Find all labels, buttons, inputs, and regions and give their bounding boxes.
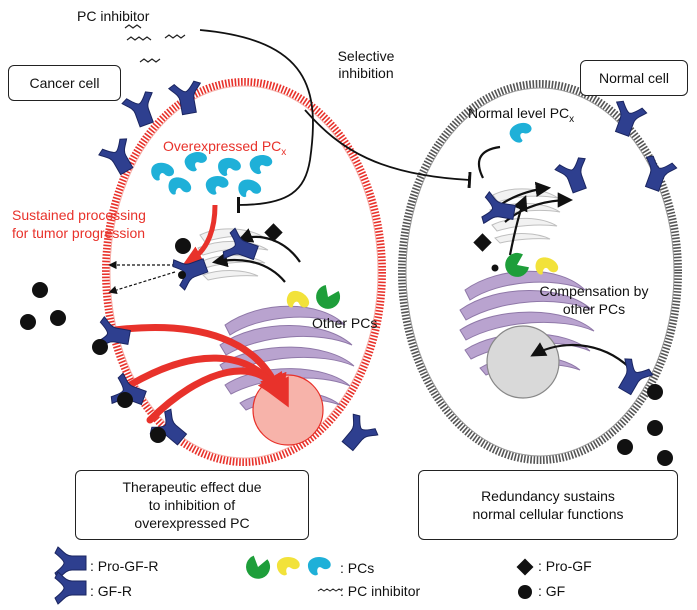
- normal-level-pc-label: Normal level PCx: [468, 105, 574, 128]
- overexpressed-pc-label: Overexpressed PCx: [163, 138, 286, 161]
- cancer-nucleus: [252, 374, 324, 446]
- inhibition-path-normal: [304, 109, 472, 189]
- sustained-line1: Sustained processing: [12, 207, 146, 223]
- other-pcs-label: Other PCs: [312, 315, 378, 331]
- inhibition-path-cancer: [199, 29, 314, 214]
- legend-pro-gf-r: : Pro-GF-R: [90, 558, 159, 574]
- compensation-line2: other PCs: [562, 301, 626, 317]
- cancer-gf: [20, 238, 191, 443]
- compensation-label: Compensation by other PCs: [534, 282, 654, 318]
- sustained-processing-arrow: [182, 204, 218, 265]
- legend-graphics: [54, 546, 534, 605]
- normal-level-pc-sub: x: [569, 113, 575, 125]
- pc-inhibitor-label: PC inhibitor: [77, 8, 150, 24]
- legend-gf: : GF: [538, 583, 566, 599]
- pc-inhibitor-squiggles: [124, 24, 186, 63]
- selective-inhibition-line2: inhibition: [338, 65, 394, 81]
- redundancy-line1: Redundancy sustains: [481, 488, 615, 504]
- legend-pro-gf: : Pro-GF: [538, 558, 592, 574]
- cancer-cell-label: Cancer cell: [8, 65, 121, 101]
- therapeutic-line1: Therapeutic effect due: [122, 479, 262, 495]
- overexpressed-pc-sub: x: [281, 146, 287, 158]
- normal-gf: [491, 264, 673, 466]
- normal-cell-label: Normal cell: [580, 60, 688, 96]
- compensation-line1: Compensation by: [539, 283, 649, 299]
- selective-inhibition-label: Selective inhibition: [326, 48, 406, 82]
- therapeutic-line3: overexpressed PC: [134, 515, 250, 531]
- therapeutic-effect-box: Therapeutic effect due to inhibition of …: [75, 470, 309, 540]
- redundancy-box: Redundancy sustains normal cellular func…: [418, 470, 678, 540]
- selective-inhibition-line1: Selective: [337, 48, 395, 64]
- normal-nucleus: [486, 325, 560, 399]
- legend-pcs: : PCs: [340, 560, 375, 576]
- redundancy-line2: normal cellular functions: [472, 506, 624, 522]
- normal-level-pc-text: Normal level PC: [468, 105, 570, 121]
- legend-gf-r: : GF-R: [90, 583, 132, 599]
- tumor-progression-arrows: [111, 324, 289, 424]
- cancer-pro-gf: [264, 223, 283, 242]
- normal-pro-gf: [473, 233, 492, 252]
- legend-pc-inhibitor: : PC inhibitor: [340, 583, 421, 599]
- overexpressed-pc-text: Overexpressed PC: [163, 138, 282, 154]
- therapeutic-line2: to inhibition of: [148, 497, 236, 513]
- sustained-processing-label: Sustained processing for tumor progressi…: [12, 206, 146, 242]
- secretion-arrows: [108, 260, 176, 295]
- sustained-line2: for tumor progression: [12, 225, 146, 241]
